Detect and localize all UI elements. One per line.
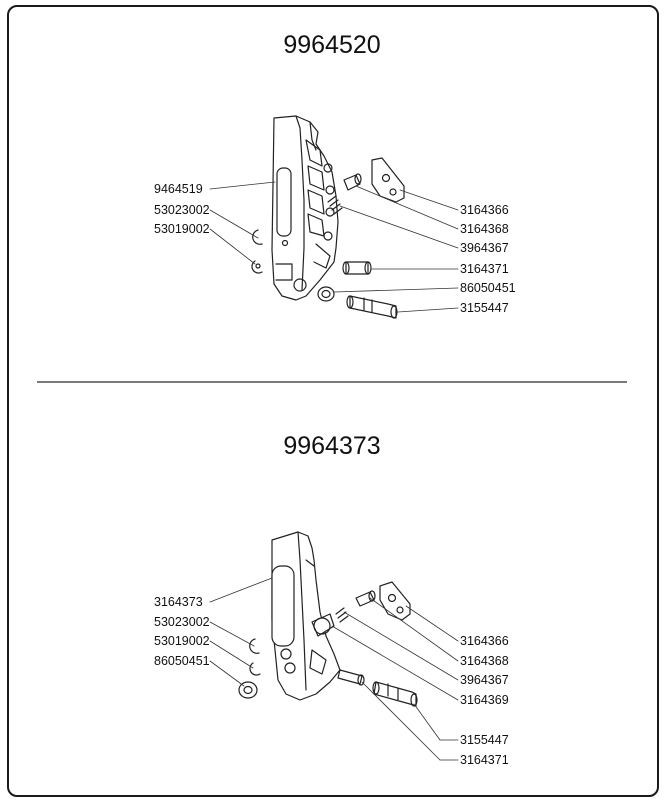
assembly-title-bottom: 9964373: [283, 432, 381, 460]
top-right-label-4: 3164371: [460, 262, 509, 276]
bottom-right-label-6: 3164371: [460, 753, 509, 767]
top-spring: [327, 195, 343, 215]
top-leader-lines: [209, 181, 459, 313]
top-retaining-clip: [251, 229, 263, 274]
top-right-label-6: 3155447: [460, 301, 509, 315]
section-divider: [37, 381, 627, 383]
bottom-pin-long: [337, 669, 365, 686]
bottom-pin-short: [355, 590, 376, 607]
top-left-label-2: 53023002: [154, 203, 210, 217]
top-right-label-5: 86050451: [460, 281, 516, 295]
top-left-label-3: 53019002: [154, 222, 210, 236]
bottom-bushing: [311, 613, 335, 637]
bottom-right-label-1: 3164366: [460, 634, 509, 648]
top-bushing: [317, 286, 335, 302]
top-right-label-1: 3164366: [460, 203, 509, 217]
top-pin-short: [343, 173, 362, 191]
top-pin-long: [342, 261, 372, 275]
bottom-left-label-1: 3164373: [154, 595, 203, 609]
bottom-spring: [335, 607, 349, 623]
bottom-left-label-4: 86050451: [154, 654, 210, 668]
bottom-right-label-3: 3964367: [460, 673, 509, 687]
bottom-plate-part: [379, 581, 411, 621]
bottom-right-label-5: 3155447: [460, 733, 509, 747]
assembly-title-top: 9964520: [283, 31, 381, 59]
bottom-bracket-body: [271, 531, 341, 701]
bottom-shaft: [372, 681, 418, 707]
top-right-label-2: 3164368: [460, 222, 509, 236]
bottom-left-label-3: 53019002: [154, 634, 210, 648]
top-plate-part: [371, 157, 405, 203]
bottom-right-label-2: 3164368: [460, 654, 509, 668]
bottom-right-label-4: 3164369: [460, 693, 509, 707]
top-right-label-3: 3964367: [460, 241, 509, 255]
top-left-label-1: 9464519: [154, 182, 203, 196]
top-bracket-body: [271, 115, 339, 301]
bottom-left-label-2: 53023002: [154, 615, 210, 629]
bottom-retaining-clip: [249, 638, 261, 676]
top-shaft: [346, 295, 398, 319]
bottom-leader-lines: [209, 577, 459, 761]
